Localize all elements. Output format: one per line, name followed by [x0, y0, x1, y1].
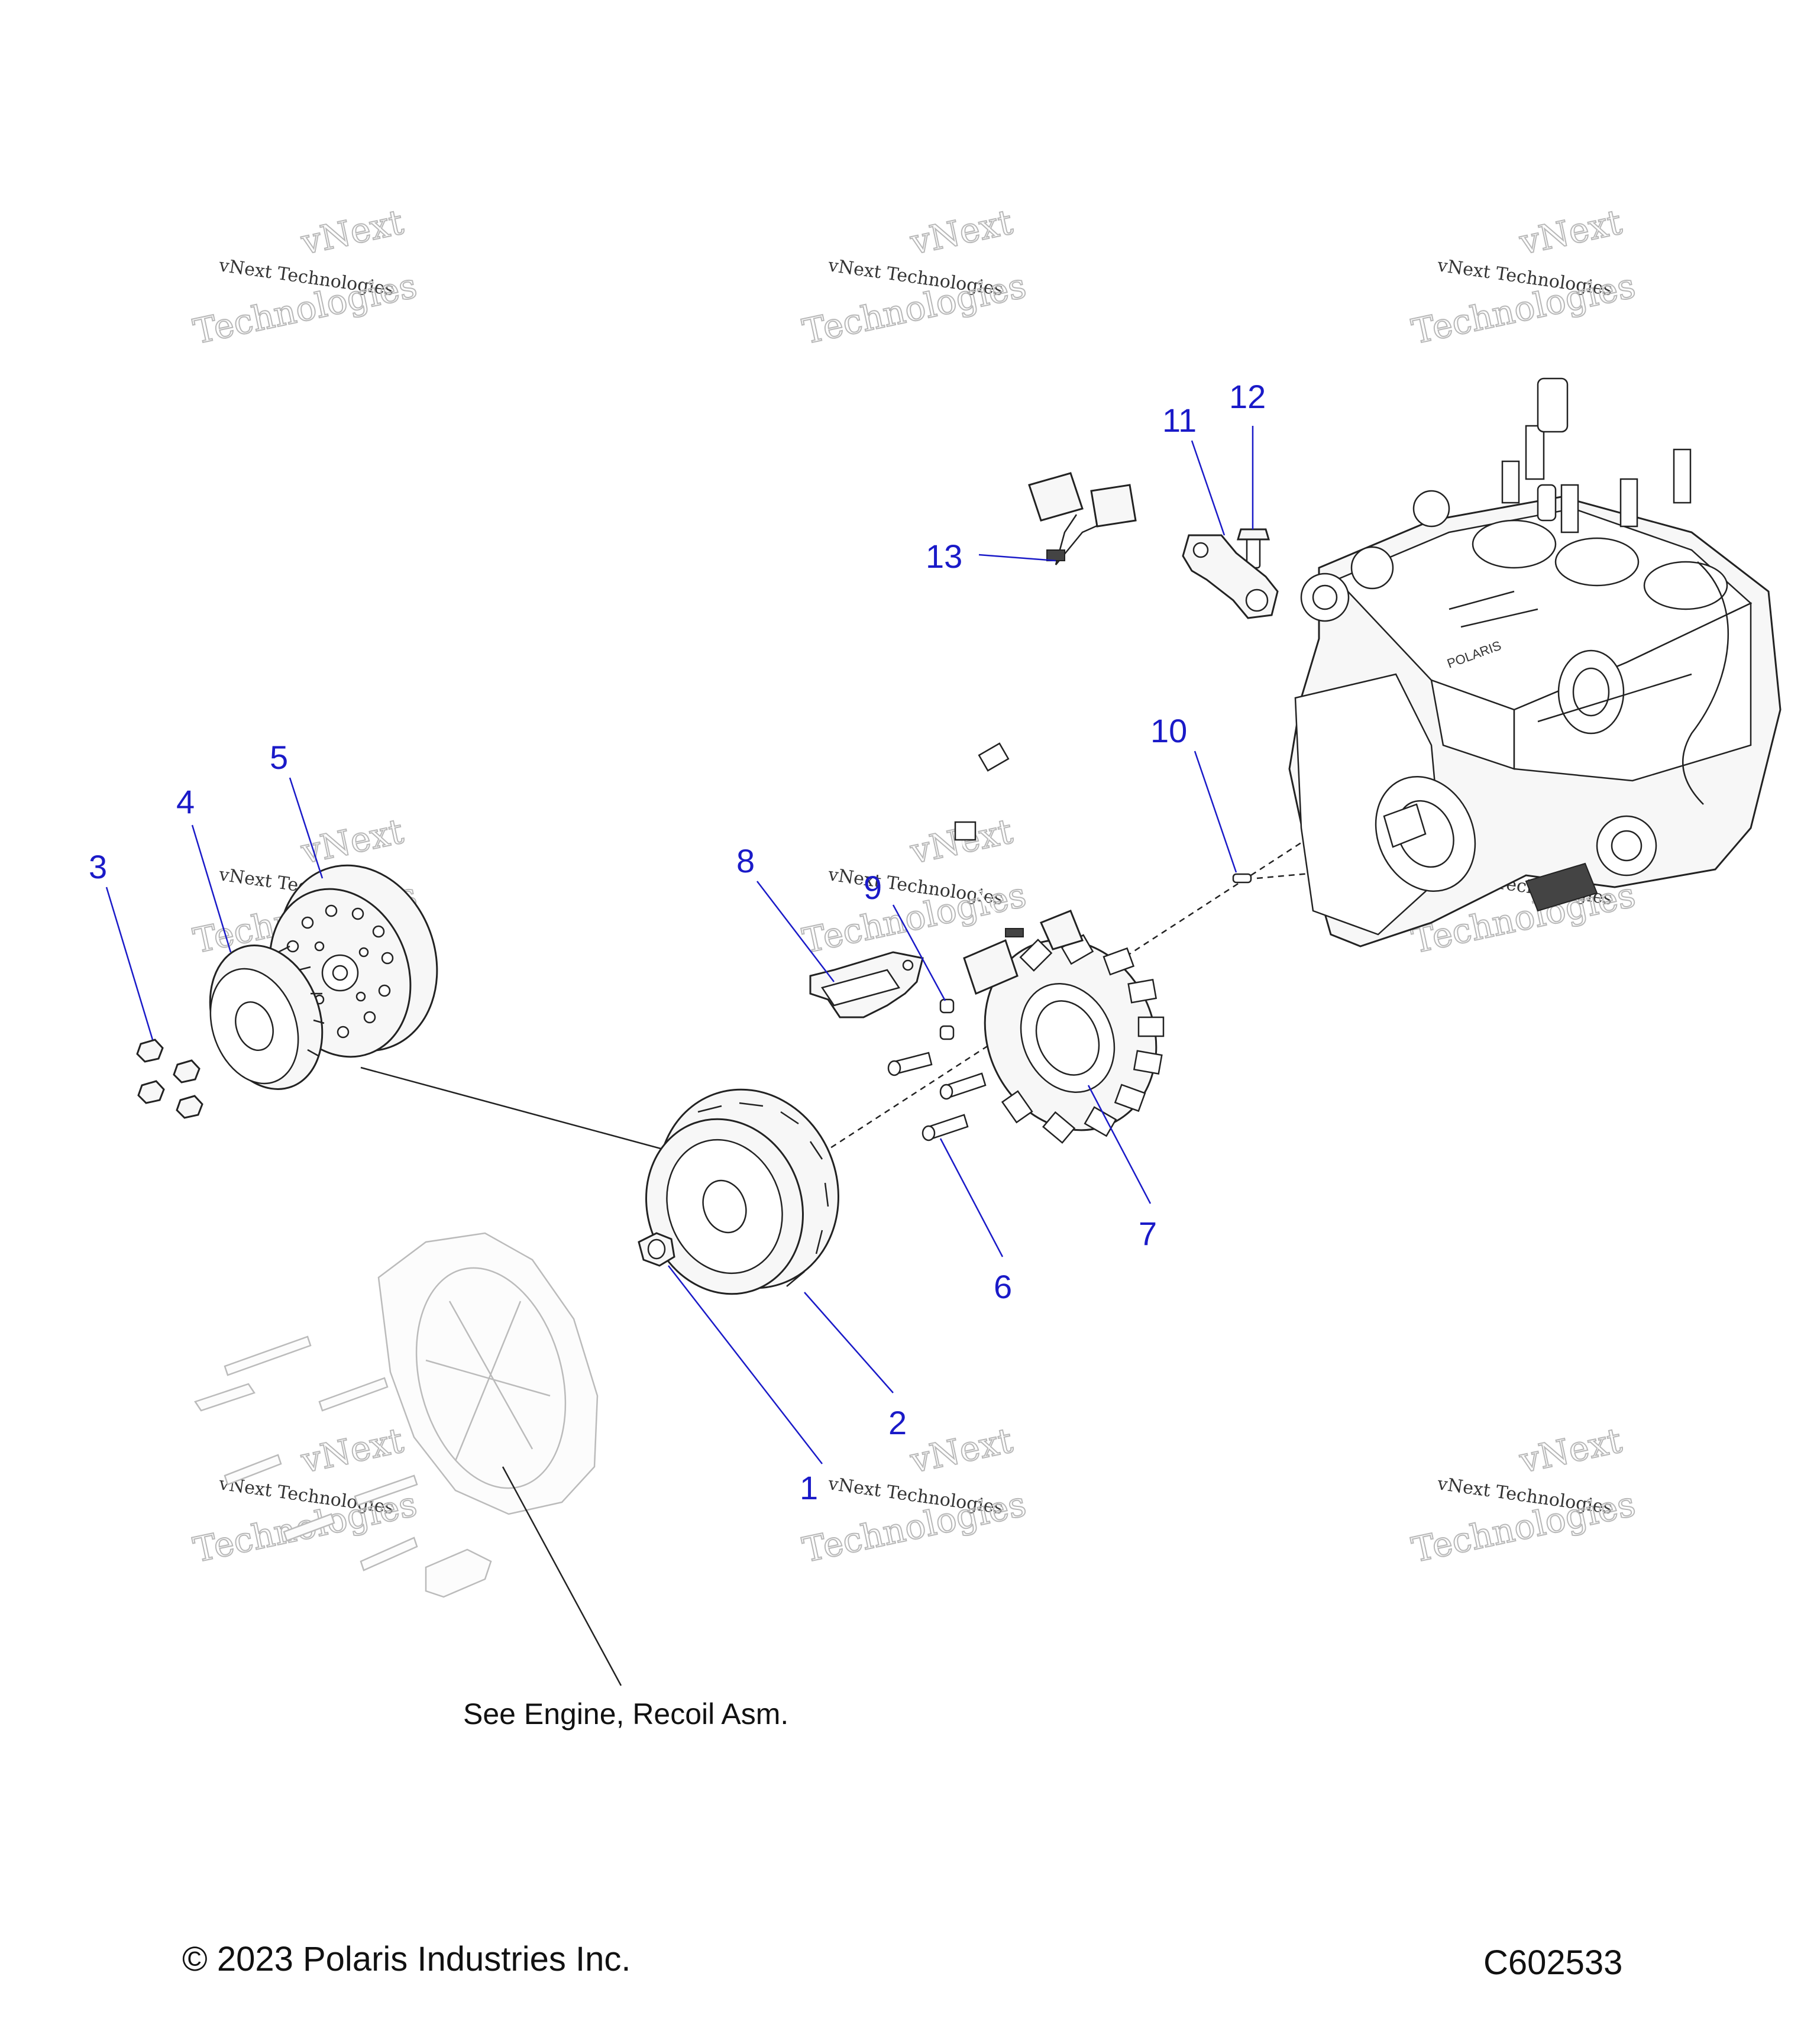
recoil-housing-ghost: [194, 1232, 599, 1598]
diagram-code: C602533: [1483, 1943, 1622, 1982]
callout-2: 2: [888, 1404, 907, 1441]
svg-text:vNext: vNext: [298, 1420, 407, 1481]
watermark: vNext vNext Technologies Technologies: [1408, 1419, 1640, 1571]
part-3-bolts: [136, 1039, 203, 1119]
part-1-nut: [638, 1232, 675, 1267]
copyright: © 2023 Polaris Industries Inc.: [182, 1940, 631, 1978]
callout-7: 7: [1139, 1215, 1157, 1252]
callout-10: 10: [1150, 712, 1187, 749]
part-13-wire-harness: [954, 472, 1137, 948]
callout-11: 11: [1162, 402, 1197, 439]
callout-13: 13: [926, 538, 962, 575]
callout-5: 5: [270, 739, 288, 776]
watermark: vNext vNext Technologies Technologies: [798, 1419, 1030, 1571]
callout-12: 12: [1229, 378, 1266, 415]
part-4-hub: [209, 945, 325, 1090]
svg-text:vNext: vNext: [298, 811, 407, 872]
callout-6: 6: [994, 1268, 1012, 1305]
svg-text:vNext: vNext: [907, 202, 1016, 263]
watermark: vNext vNext Technologies Technologies: [1408, 201, 1640, 352]
part-6-screws: [887, 998, 987, 1141]
part-2-flywheel: [645, 1088, 839, 1295]
callout-9: 9: [864, 869, 882, 906]
reference-note: See Engine, Recoil Asm.: [463, 1697, 788, 1731]
assembly-axis-line: [360, 1066, 690, 1157]
key-axis-dashed-line: [1256, 868, 1355, 879]
engine-assembly: POLARIS: [1288, 377, 1782, 947]
callout-3: 3: [89, 848, 107, 885]
part-7-stator: [963, 910, 1165, 1144]
callout-8: 8: [736, 842, 755, 879]
svg-text:vNext: vNext: [298, 202, 407, 263]
leader-lines: [105, 426, 1254, 1686]
part-12-bolt: [1236, 528, 1270, 569]
part-11-bracket: [1182, 534, 1279, 619]
part-10-woodruff-key: [1232, 873, 1252, 884]
callouts: 1 2 3 4 5 6 7 8 9 10 11 12 13: [89, 378, 1266, 1506]
callout-4: 4: [176, 783, 195, 820]
watermark: vNext vNext Technologies Technologies: [798, 810, 1030, 962]
svg-text:vNext: vNext: [1516, 1420, 1625, 1481]
watermark: vNext vNext Technologies Technologies: [189, 201, 421, 352]
callout-1: 1: [800, 1469, 818, 1506]
svg-text:vNext: vNext: [907, 1420, 1016, 1481]
part-8-bracket: [809, 951, 924, 1018]
watermark: vNext vNext Technologies Technologies: [798, 201, 1030, 352]
svg-text:vNext: vNext: [1516, 202, 1625, 263]
